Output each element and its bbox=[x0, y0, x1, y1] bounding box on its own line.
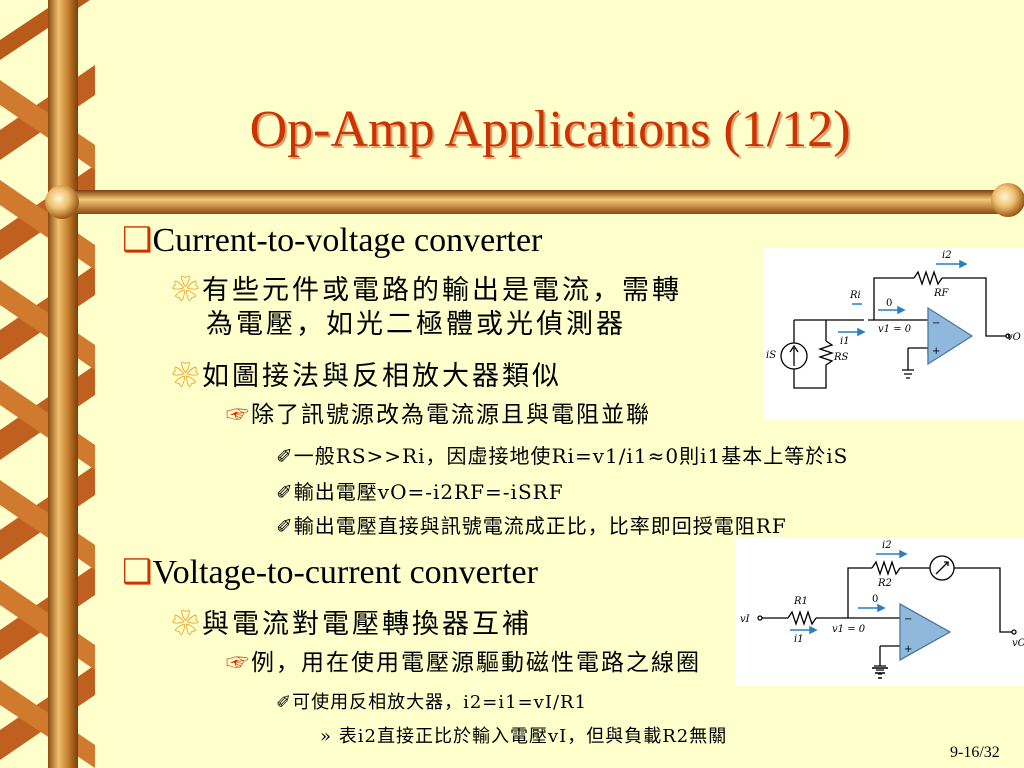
fig1-label-Ri: Ri bbox=[849, 290, 861, 301]
fig2-label-vI: vI bbox=[740, 614, 751, 625]
ground-icon bbox=[872, 667, 888, 679]
fig1-label-minus: − bbox=[932, 318, 940, 329]
section1-bullet2: ❀如圖接法與反相放大器類似 bbox=[172, 361, 562, 392]
fig1-label-RS: RS bbox=[833, 352, 849, 363]
pencil-bullet-icon: ✐ bbox=[276, 514, 294, 538]
checkbox-bullet-icon: ❑ bbox=[122, 222, 153, 259]
section2-heading: Voltage-to-current converter bbox=[152, 554, 538, 591]
rail-knob-left bbox=[45, 185, 79, 219]
fig2-label-vO: vO bbox=[1012, 638, 1024, 649]
section2-bullet1: ❀與電流對電壓轉換器互補 bbox=[172, 609, 532, 640]
pencil-bullet-icon: ✐ bbox=[276, 480, 294, 504]
fig2-label-plus: + bbox=[904, 644, 912, 655]
vertical-bar bbox=[48, 0, 78, 768]
flower-bullet-icon: ❀ bbox=[172, 275, 202, 306]
flower-bullet-icon: ❀ bbox=[172, 609, 202, 640]
fig1-label-iS: iS bbox=[766, 350, 776, 361]
section1-detail2: ✐輸出電壓vO=-i2RF=-iSRF bbox=[276, 480, 564, 504]
fig1-label-RF: RF bbox=[933, 288, 950, 299]
fig1-label-zero: 0 bbox=[886, 298, 892, 309]
rail-knob-right bbox=[991, 183, 1024, 217]
fig2-label-minus: − bbox=[904, 614, 912, 625]
fig2-label-v1: v1 = 0 bbox=[832, 624, 866, 635]
section2-heading-row: ❑Voltage-to-current converter bbox=[122, 556, 538, 590]
section1-bullet1: ❀有些元件或電路的輸出是電流，需轉 為電壓，如光二極體或光偵測器 bbox=[172, 275, 682, 340]
fig2-label-i1: i1 bbox=[794, 634, 804, 645]
horizontal-rail bbox=[60, 190, 1010, 214]
fig1-label-i1: i1 bbox=[840, 336, 850, 347]
section1-detail1: ✐一般RS>>Ri，因虛接地使Ri=v1/i1≈0則i1基本上等於iS bbox=[276, 444, 849, 468]
voltage-to-current-circuit: i2 R2 R1 vI i1 0 v1 = 0 vO − + bbox=[736, 538, 1024, 686]
section1-detail3: ✐輸出電壓直接與訊號電流成正比，比率即回授電阻RF bbox=[276, 514, 787, 538]
pencil-bullet-icon: ✐ bbox=[276, 692, 293, 713]
section2-sub-bullet: ☞例，用在使用電壓源驅動磁性電路之線圈 bbox=[226, 650, 701, 676]
woven-ribbon bbox=[0, 0, 95, 768]
slide-title: Op-Amp Applications (1/12) bbox=[249, 101, 851, 158]
fig1-label-v1: v1 = 0 bbox=[878, 324, 912, 335]
section2-detail1: ✐可使用反相放大器，i2=i1=vI/R1 bbox=[276, 692, 588, 713]
section1-sub-bullet: ☞除了訊號源改為電流源且與電阻並聯 bbox=[226, 402, 651, 428]
section2-detail2: » 表i2直接正比於輸入電壓vI，但與負載R2無關 bbox=[320, 726, 728, 747]
fig1-label-vO: vO bbox=[1007, 332, 1021, 343]
fig2-label-R1: R1 bbox=[793, 596, 808, 607]
pointing-hand-icon: ☞ bbox=[226, 650, 251, 676]
current-to-voltage-circuit: i2 RF Ri 0 iS i1 v1 = 0 RS vO − + bbox=[764, 248, 1024, 420]
section1-heading-row: ❑Current-to-voltage converter bbox=[122, 224, 542, 258]
checkbox-bullet-icon: ❑ bbox=[122, 554, 153, 591]
flower-bullet-icon: ❀ bbox=[172, 361, 202, 392]
guillemet-bullet-icon: » bbox=[320, 726, 333, 747]
fig2-label-i2: i2 bbox=[882, 540, 892, 551]
fig1-label-plus: + bbox=[932, 346, 940, 357]
fig2-label-zero: 0 bbox=[872, 594, 878, 605]
pencil-bullet-icon: ✐ bbox=[276, 444, 294, 468]
section1-heading: Current-to-voltage converter bbox=[152, 222, 543, 259]
fig1-label-i2: i2 bbox=[942, 250, 952, 261]
page-number: 9-16/32 bbox=[950, 744, 1000, 761]
fig2-label-R2: R2 bbox=[877, 578, 892, 589]
pointing-hand-icon: ☞ bbox=[226, 402, 251, 428]
